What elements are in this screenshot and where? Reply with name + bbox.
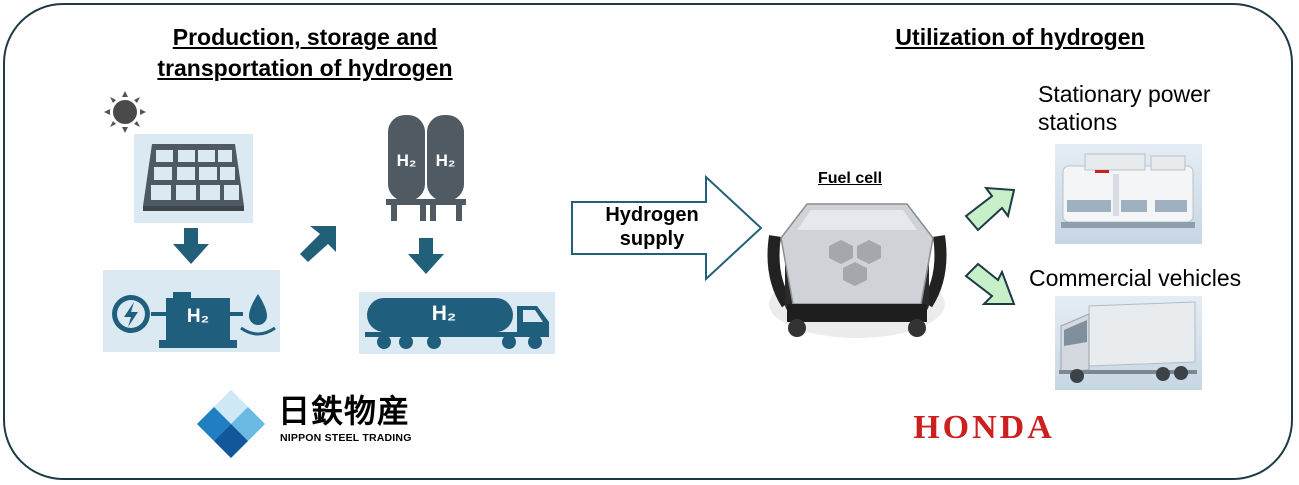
- h2-text: H₂: [431, 302, 457, 325]
- power-station-image: [1055, 144, 1202, 244]
- solar-panel-icon: [134, 134, 253, 223]
- down-arrow-icon: [173, 228, 209, 264]
- nippon-steel-trading-english: NIPPON STEEL TRADING: [280, 432, 412, 444]
- down-right-green-arrow-icon: [964, 262, 1016, 305]
- hydrogen-supply-arrow: [571, 174, 763, 282]
- commercial-vehicles-label: Commercial vehicles: [1029, 265, 1242, 291]
- fuel-cell-image: [767, 203, 947, 338]
- tanker-truck-icon: H₂: [359, 292, 555, 354]
- left-section-title: Production, storage and transportation o…: [110, 22, 500, 84]
- right-section-title: Utilization of hydrogen: [895, 24, 1145, 50]
- up-right-arrow-icon: [300, 226, 336, 262]
- hydrogen-tanks-icon: H₂ H₂: [386, 111, 466, 223]
- h2-text: H₂: [186, 306, 210, 327]
- stationary-power-stations-label: Stationary power stations: [1038, 80, 1258, 136]
- h2-text: H₂: [435, 151, 456, 170]
- electrolyzer-icon: H₂: [103, 270, 280, 352]
- stationary-label-line-2: stations: [1038, 109, 1118, 135]
- content-frame: [3, 3, 1293, 480]
- sun-icon: [104, 91, 146, 133]
- commercial-truck-image: [1055, 296, 1202, 390]
- stationary-label-line-1: Stationary power: [1038, 81, 1211, 107]
- left-title-line-1: Production, storage and: [172, 24, 438, 50]
- nippon-steel-trading-logo-icon: [197, 390, 265, 458]
- h2-text: H₂: [396, 151, 417, 170]
- hydrogen-supply-line-2: supply: [619, 228, 685, 250]
- up-right-green-arrow-icon: [964, 186, 1016, 232]
- left-title-line-2: transportation of hydrogen: [157, 55, 453, 81]
- honda-logo: HONDA: [913, 409, 1055, 446]
- hydrogen-supply-line-1: Hydrogen: [605, 204, 699, 226]
- hydrogen-supply-label: Hydrogen supply: [584, 203, 720, 251]
- down-arrow-icon: [408, 238, 444, 274]
- nippon-steel-trading-kanji: 日鉄物産: [278, 392, 411, 430]
- fuel-cell-label: Fuel cell: [817, 170, 883, 187]
